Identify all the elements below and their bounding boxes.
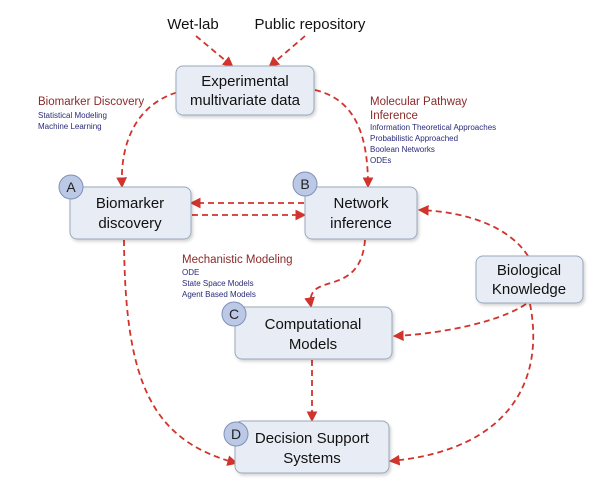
node-computational-models[interactable]: Computational Models C: [221, 301, 393, 360]
annotation-mechanistic-item: State Space Models: [182, 279, 254, 288]
annotation-molecular-title-line1: Molecular Pathway: [370, 96, 467, 108]
annotation-molecular-item: Information Theoretical Approaches: [370, 123, 496, 132]
annotation-mechanistic-modeling: Mechanistic Modeling ODE State Space Mod…: [182, 254, 293, 299]
edge-experimental-to-biomarker: [116, 89, 187, 189]
node-computational-box: [234, 306, 393, 360]
annotation-biomarker-item: Statistical Modeling: [38, 111, 107, 120]
node-experimental-line2: multivariate data: [190, 92, 301, 109]
annotation-biomarker-title: Biomarker Discovery: [38, 96, 144, 108]
edge-biological-to-network: [417, 204, 529, 257]
node-experimental-box: [175, 65, 315, 116]
node-decision-support[interactable]: Decision Support Systems D: [223, 420, 390, 474]
node-biological-line1: Biological: [497, 262, 561, 279]
node-decision-line1: Decision Support: [255, 430, 370, 447]
edge-biological-to-decision: [388, 303, 535, 466]
annotation-mechanistic-item: ODE: [182, 268, 199, 277]
node-decision-line2: Systems: [283, 450, 341, 467]
annotation-molecular-item: Boolean Networks: [370, 145, 435, 154]
annotation-molecular-item: Probabilistic Approached: [370, 134, 458, 143]
edge-network-to-computational: [304, 239, 366, 309]
badge-a-circle: [58, 174, 84, 200]
badge-d-circle: [223, 421, 249, 447]
annotation-biomarker-discovery: Biomarker Discovery Statistical Modeling…: [38, 96, 144, 131]
source-wetlab-label: Wet-lab: [167, 16, 218, 33]
edges-group: [116, 35, 535, 466]
badge-d-letter: D: [231, 426, 241, 442]
edge-biological-to-computational: [392, 303, 527, 342]
annotation-mechanistic-title: Mechanistic Modeling: [182, 254, 293, 266]
node-biomarker-line1: Biomarker: [96, 195, 164, 212]
node-biomarker-box: [69, 186, 192, 240]
annotation-molecular-title-line2: Inference: [370, 110, 418, 122]
annotation-mechanistic-item: Agent Based Models: [182, 290, 256, 299]
node-experimental-data[interactable]: Experimental multivariate data: [175, 65, 315, 116]
badge-a-letter: A: [66, 179, 76, 195]
node-experimental-line1: Experimental: [201, 73, 289, 90]
node-biological-knowledge[interactable]: Biological Knowledge: [475, 255, 584, 304]
annotation-molecular-pathway: Molecular Pathway Inference Information …: [370, 96, 496, 165]
badge-c-letter: C: [229, 306, 239, 322]
node-network-line2: inference: [330, 215, 392, 232]
edge-wetlab-to-experimental: [195, 35, 234, 68]
node-biomarker-discovery[interactable]: Biomarker discovery A: [58, 174, 192, 240]
edge-repository-to-experimental: [268, 35, 306, 68]
node-biological-line2: Knowledge: [492, 281, 566, 298]
node-biomarker-line2: discovery: [98, 215, 162, 232]
edge-biomarker-to-decision: [123, 239, 239, 466]
badge-c-circle: [221, 301, 247, 327]
edge-experimental-to-network: [314, 89, 374, 189]
annotation-biomarker-item: Machine Learning: [38, 122, 102, 131]
annotation-molecular-item: ODEs: [370, 156, 391, 165]
node-biological-box: [475, 255, 584, 304]
node-network-box: [304, 186, 418, 240]
node-computational-line2: Models: [289, 336, 337, 353]
node-network-inference[interactable]: Network inference B: [292, 171, 418, 240]
node-network-line1: Network: [333, 195, 389, 212]
badge-b-circle: [292, 171, 318, 197]
source-public-repository-label: Public repository: [255, 16, 366, 33]
badge-b-letter: B: [300, 176, 309, 192]
node-computational-line1: Computational: [265, 316, 362, 333]
node-decision-box: [234, 420, 390, 474]
